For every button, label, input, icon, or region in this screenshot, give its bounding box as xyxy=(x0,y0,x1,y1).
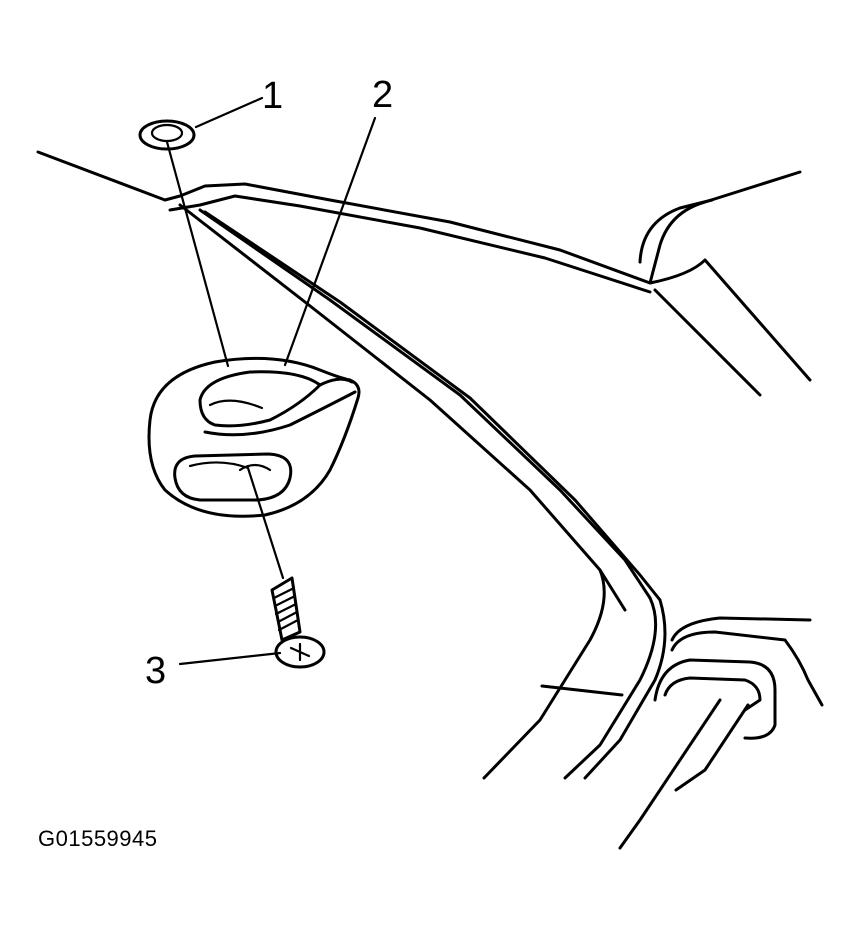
callout-3: 3 xyxy=(145,650,166,692)
figure-id-label: G01559945 xyxy=(38,826,158,851)
screw xyxy=(270,576,326,669)
callout-2: 2 xyxy=(372,74,393,116)
push-fastener xyxy=(138,119,196,151)
body-panel xyxy=(36,150,824,850)
callout-1: 1 xyxy=(262,75,283,117)
assembly-lines xyxy=(165,96,377,666)
retainer-clip xyxy=(147,356,361,518)
